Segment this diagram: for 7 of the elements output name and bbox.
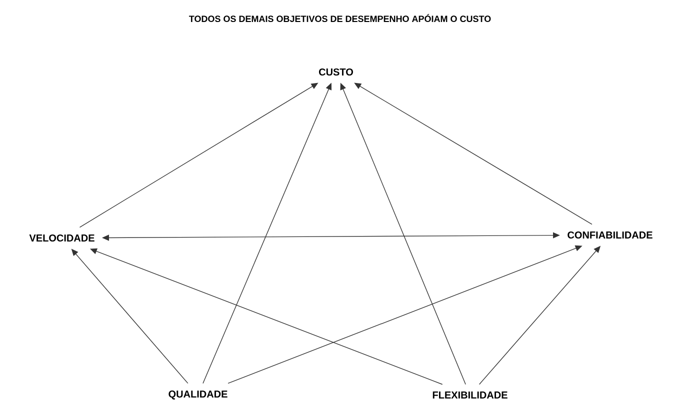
title: TODOS OS DEMAIS OBJETIVOS DE DESEMPENHO APÓIAM O CUSTO [189, 14, 491, 22]
node-label: QUALIDADE [168, 390, 228, 400]
node-label: CUSTO [319, 68, 353, 76]
node-label: CONFIABILIDADE [568, 231, 652, 239]
node-label: FLEXIBILIDADE [432, 392, 508, 398]
node-label: VELOCIDADE [29, 234, 94, 242]
arrow [354, 82, 592, 225]
